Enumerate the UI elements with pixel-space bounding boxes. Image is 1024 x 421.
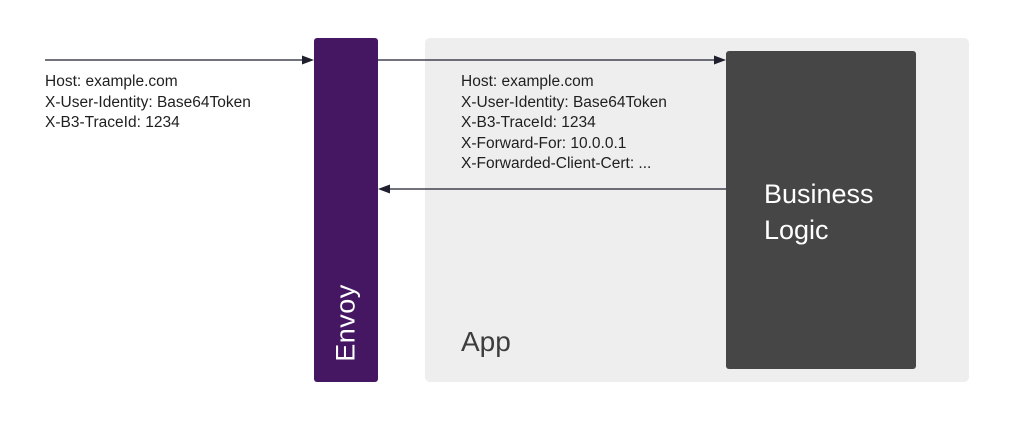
forwarded-headers: Host: example.com X-User-Identity: Base6… (461, 72, 667, 175)
forwarded-header-client-cert: X-Forwarded-Client-Cert: ... (461, 155, 652, 172)
response-arrow (378, 184, 726, 194)
forwarded-request-arrow (378, 55, 726, 65)
incoming-header-user-identity: X-User-Identity: Base64Token (45, 93, 251, 111)
incoming-header-host: Host: example.com (45, 73, 178, 90)
business-logic-label: Business Logic (764, 176, 874, 248)
incoming-request-arrow (45, 55, 314, 65)
envoy-proxy-box (314, 38, 378, 382)
forwarded-header-forward-for: X-Forward-For: 10.0.0.1 (461, 134, 627, 152)
incoming-headers: Host: example.com X-User-Identity: Base6… (45, 72, 251, 134)
forwarded-header-trace-id: X-B3-TraceId: 1234 (461, 114, 596, 131)
business-logic-box (726, 51, 916, 369)
forwarded-header-user-identity: X-User-Identity: Base64Token (461, 93, 667, 111)
business-logic-label-line1: Business (764, 179, 874, 209)
forwarded-header-host: Host: example.com (461, 73, 594, 90)
business-logic-label-line2: Logic (764, 215, 829, 245)
app-label: App (461, 326, 511, 357)
incoming-header-trace-id: X-B3-TraceId: 1234 (45, 114, 180, 131)
